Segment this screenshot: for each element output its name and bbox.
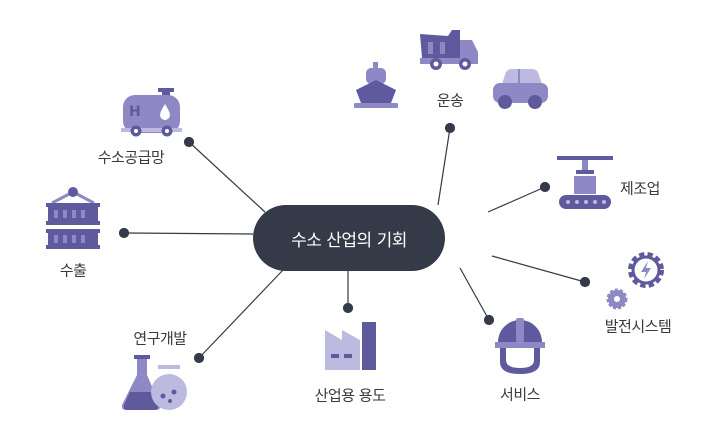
svg-text:H: H — [129, 104, 141, 120]
dot-manufacturing — [539, 181, 551, 193]
dot-power — [579, 276, 591, 288]
label-service: 서비스 — [500, 385, 540, 404]
hydrogen-tanker-icon: H — [121, 88, 182, 137]
container-crane-icon — [46, 187, 100, 249]
connector-service — [459, 267, 490, 321]
ship-icon — [354, 62, 398, 108]
dot-transport — [444, 122, 456, 134]
connector-supply — [188, 141, 266, 213]
label-power: 발전시스템 — [604, 317, 672, 336]
label-export: 수출 — [59, 261, 87, 280]
connector-power — [491, 255, 586, 283]
flask-icon — [121, 355, 187, 410]
dot-service — [483, 314, 495, 326]
connector-export — [123, 232, 254, 235]
dot-export — [118, 227, 130, 239]
label-rnd: 연구개발 — [133, 329, 187, 348]
dot-supply — [183, 136, 195, 148]
connector-manufacturing — [487, 186, 546, 213]
label-transport: 운송 — [436, 91, 464, 110]
label-industrial: 산업용 용도 — [314, 386, 386, 405]
hard-hat-icon — [495, 318, 545, 374]
connector-rnd — [198, 269, 284, 359]
label-manufacturing: 제조업 — [620, 179, 660, 198]
car-icon — [493, 69, 548, 109]
label-supply: 수소공급망 — [97, 148, 165, 167]
factory-icon — [325, 322, 376, 370]
center-hub: 수소 산업의 기회 — [253, 205, 445, 271]
conveyor-robot-icon — [557, 156, 613, 209]
dot-industrial — [342, 302, 354, 314]
connector-transport — [437, 127, 451, 206]
gear-power-icon — [606, 252, 664, 310]
connectors — [118, 122, 591, 364]
dot-rnd — [193, 352, 205, 364]
dump-truck-icon — [420, 30, 478, 70]
